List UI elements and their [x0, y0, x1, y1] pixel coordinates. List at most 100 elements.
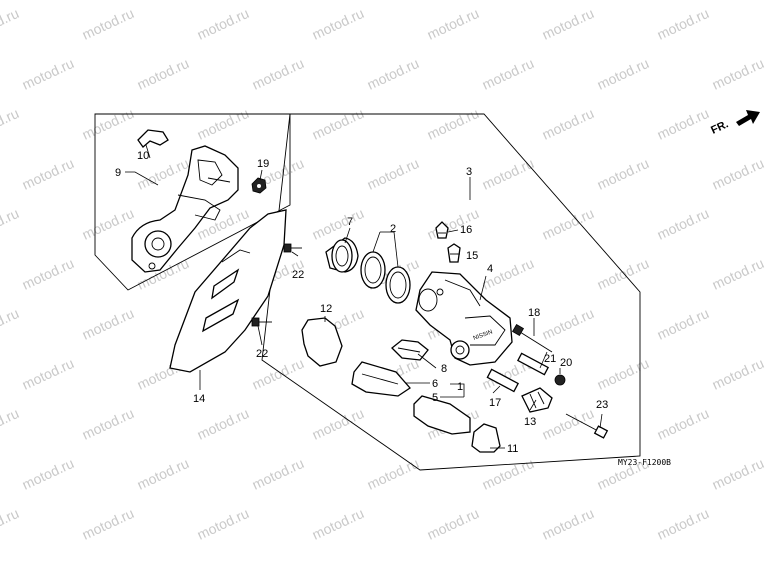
callout-14: 14 [193, 393, 205, 405]
callout-12: 12 [320, 303, 332, 315]
watermark-text: motod.ru [0, 205, 21, 243]
callout-7: 7 [347, 216, 353, 228]
watermark-text: motod.ru [425, 205, 482, 243]
sleeve-part-21 [516, 352, 550, 376]
watermark-text: motod.ru [710, 455, 767, 493]
pad-shim-part-12 [301, 317, 343, 367]
watermark-text: motod.ru [195, 105, 252, 143]
watermark-text: motod.ru [655, 5, 712, 43]
front-direction-label: FR. [709, 118, 730, 136]
callout-20: 20 [560, 357, 572, 369]
callout-9: 9 [115, 167, 121, 179]
watermark-text: motod.ru [655, 305, 712, 343]
watermark-text: motod.ru [80, 305, 137, 343]
watermark-text: motod.ru [425, 105, 482, 143]
watermark-text: motod.ru [310, 205, 367, 243]
callout-15: 15 [466, 250, 478, 262]
watermark-text: motod.ru [20, 55, 77, 93]
callout-labels: 1 2 3 4 5 6 7 8 9 10 11 12 13 14 15 16 1… [115, 150, 608, 455]
watermark-text: motod.ru [0, 505, 21, 543]
callout-16: 16 [460, 224, 472, 236]
arrow-right-icon [736, 110, 760, 126]
callout-19: 19 [257, 158, 269, 170]
callout-1: 1 [457, 381, 463, 393]
caliper-assembly-frame [261, 113, 641, 471]
watermark-text: motod.ru [540, 405, 597, 443]
watermark-text: motod.ru [710, 355, 767, 393]
watermark-text: motod.ru [135, 55, 192, 93]
watermark-text: motod.ru [80, 505, 137, 543]
bolt-part-23 [565, 413, 609, 439]
pad-retainer-clip-part-10 [137, 129, 169, 148]
pin-sleeve-part-17 [486, 368, 520, 393]
boot-part-13 [521, 387, 553, 413]
callout-23: 23 [596, 399, 608, 411]
bleeder-cap-part-16 [435, 221, 449, 239]
watermark-text: motod.ru [310, 5, 367, 43]
pad-backing-part-5 [413, 395, 471, 435]
watermark-text: motod.ru [425, 5, 482, 43]
watermark-text: motod.ru [595, 255, 652, 293]
watermark-text: motod.ru [310, 505, 367, 543]
watermark-text: motod.ru [250, 455, 307, 493]
caliper-cover-part-14 [169, 209, 287, 373]
watermark-text: motod.ru [250, 355, 307, 393]
diagram-code: MY23-F1200B [618, 458, 671, 467]
watermark-text: motod.ru [365, 455, 422, 493]
piston-seals-part-2 [360, 251, 411, 304]
caliper-bracket-frame [94, 113, 291, 291]
bleeder-valve-part-15 [447, 243, 461, 263]
callout-22-lower: 22 [256, 348, 268, 360]
watermark-text: motod.ru [80, 5, 137, 43]
watermark-text: motod.ru [250, 55, 307, 93]
callout-13: 13 [524, 416, 536, 428]
watermark-text: motod.ru [80, 405, 137, 443]
callout-18: 18 [528, 307, 540, 319]
watermark-text: motod.ru [20, 255, 77, 293]
callout-3: 3 [466, 166, 472, 178]
callout-21: 21 [544, 353, 556, 365]
watermark-text: motod.ru [710, 55, 767, 93]
watermark-text: motod.ru [195, 5, 252, 43]
front-direction-arrow: FR. [709, 110, 760, 137]
watermark-text: motod.ru [425, 505, 482, 543]
watermark-text: motod.ru [20, 455, 77, 493]
pad-spring-part-8 [391, 339, 429, 361]
callout-22-upper: 22 [292, 269, 304, 281]
watermark-text: motod.ru [0, 305, 21, 343]
watermark-text: motod.ru [540, 505, 597, 543]
watermark-text: motod.ru [80, 205, 137, 243]
watermark-text: motod.ru [480, 455, 537, 493]
watermark-text: motod.ru [595, 55, 652, 93]
watermark-text: motod.ru [655, 505, 712, 543]
bolt-part-22-upper [283, 243, 302, 253]
watermark-text: motod.ru [0, 405, 21, 443]
watermark-text: motod.ru [595, 155, 652, 193]
piston-part-7 [325, 237, 359, 273]
brake-pads-part-6 [351, 361, 411, 397]
watermark-text: motod.ru [480, 155, 537, 193]
leader-lines [125, 144, 603, 449]
watermark-text: motod.ru [20, 355, 77, 393]
watermark-text: motod.ru [710, 255, 767, 293]
watermark-text: motod.ru [710, 155, 767, 193]
watermark-text: motod.ru [540, 205, 597, 243]
bolt-part-22-lower [251, 317, 272, 327]
watermark-text: motod.ru [365, 55, 422, 93]
watermark-text: motod.ru [540, 305, 597, 343]
watermark-text: motod.ru [540, 105, 597, 143]
callout-5: 5 [432, 392, 438, 404]
callout-10: 10 [137, 150, 149, 162]
watermark-text: motod.ru [365, 155, 422, 193]
nut-part-19 [251, 177, 267, 194]
callout-11: 11 [507, 443, 518, 455]
callout-4: 4 [487, 263, 493, 275]
watermark-text: motod.ru [655, 405, 712, 443]
watermark-text: motod.ru [310, 405, 367, 443]
callout-6: 6 [432, 378, 438, 390]
watermark-text: motod.ru [655, 205, 712, 243]
callout-17: 17 [489, 397, 501, 409]
watermark-text: motod.ru [540, 5, 597, 43]
watermark-text: motod.ru [310, 105, 367, 143]
